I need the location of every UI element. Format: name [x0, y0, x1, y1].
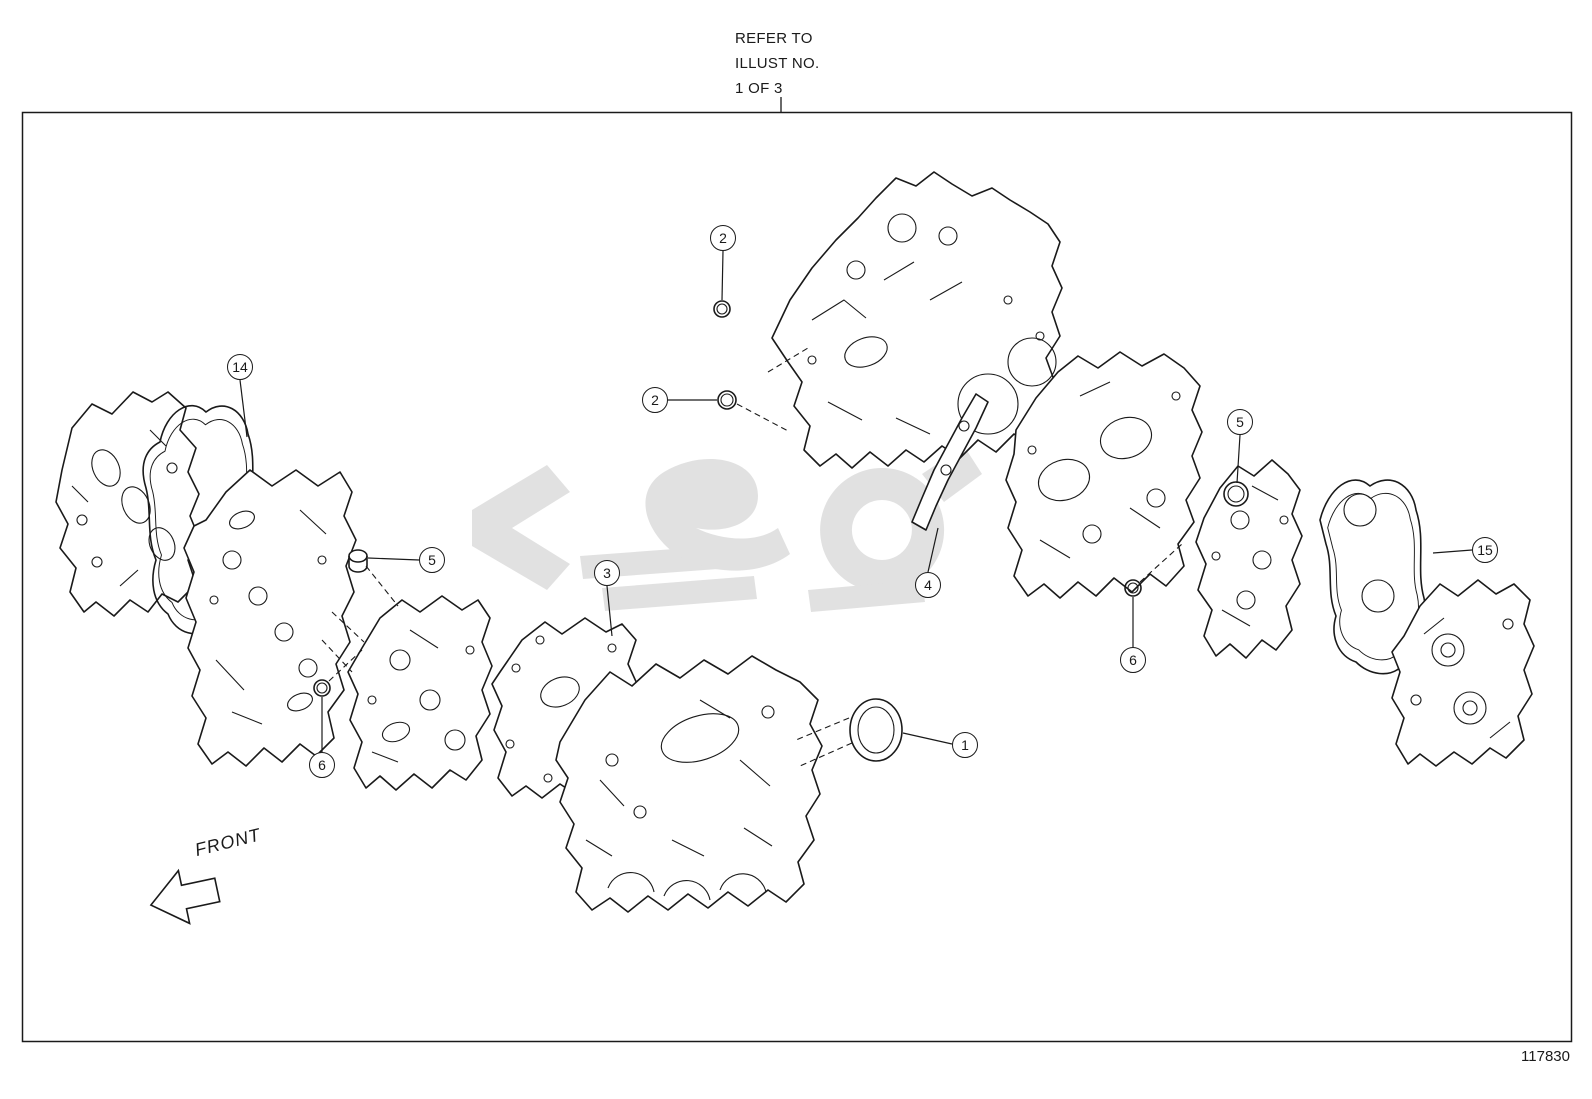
- cylinder-block-front: [555, 655, 823, 913]
- callout-15[interactable]: 15: [1472, 537, 1498, 563]
- left-cam-carrier: [347, 595, 493, 791]
- callout-5-left[interactable]: 5: [419, 547, 445, 573]
- cam-seal-5-right: [1223, 481, 1249, 507]
- callout-5-right[interactable]: 5: [1227, 409, 1253, 435]
- o-ring-2-upper: [713, 300, 731, 318]
- callout-2-lower[interactable]: 2: [642, 387, 668, 413]
- front-arrow: [149, 868, 221, 925]
- o-ring-6-right: [1124, 579, 1142, 597]
- right-cylinder-head: [1005, 351, 1203, 599]
- right-valve-cover: [1391, 579, 1535, 767]
- callout-3[interactable]: 3: [594, 560, 620, 586]
- refer-note-line3: 1 OF 3: [735, 80, 783, 97]
- drawing-number: 117830: [1521, 1048, 1570, 1065]
- left-valve-cover: [55, 391, 201, 617]
- callout-14[interactable]: 14: [227, 354, 253, 380]
- callout-4[interactable]: 4: [915, 572, 941, 598]
- right-head-gasket-4: [911, 393, 989, 531]
- crankshaft-oil-seal-1: [849, 698, 903, 762]
- cylinder-block-rear: [771, 171, 1063, 469]
- sealing-plug-5-left: [348, 549, 368, 573]
- refer-note: REFER TO ILLUST NO. 1 OF 3: [735, 26, 819, 101]
- assembly-axis-lines: [321, 347, 1183, 767]
- left-cylinder-head: [183, 469, 357, 767]
- refer-note-line1: REFER TO: [735, 30, 813, 47]
- watermark-logo: [472, 446, 982, 612]
- callout-2-upper[interactable]: 2: [710, 225, 736, 251]
- callout-1[interactable]: 1: [952, 732, 978, 758]
- o-ring-6-left: [313, 679, 331, 697]
- callout-6-left[interactable]: 6: [309, 752, 335, 778]
- callout-leader-lines: [239, 250, 1473, 752]
- callout-6-right[interactable]: 6: [1120, 647, 1146, 673]
- right-cam-carrier: [1195, 459, 1303, 659]
- diagram-border: [21, 111, 1573, 1043]
- o-ring-2-lower: [717, 390, 737, 410]
- refer-note-line2: ILLUST NO.: [735, 55, 820, 72]
